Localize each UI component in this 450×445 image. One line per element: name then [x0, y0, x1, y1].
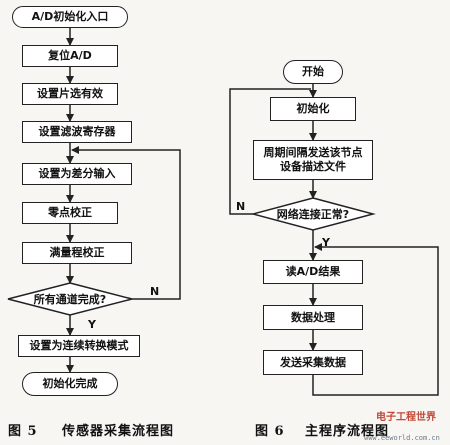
fig6-caption-text: 主程序流程图 [305, 424, 390, 439]
fig5-diff-input-node: 设置为差分输入 [22, 163, 132, 185]
fig6-read-ad-node: 读A/D结果 [263, 260, 363, 284]
fig5-yes-label: Y [88, 318, 96, 331]
fig5-filter-reg-node: 设置滤波寄存器 [22, 121, 132, 143]
fig5-continuous-node: 设置为连续转换模式 [18, 335, 140, 357]
fig5-end-node: 初始化完成 [22, 372, 118, 396]
fig5-zero-cal-node: 零点校正 [22, 202, 118, 224]
fig6-no-loop [229, 88, 311, 215]
fig5-chip-select-node: 设置片选有效 [22, 83, 118, 105]
fig5-no-loop [71, 146, 181, 300]
fig5-reset-node: 复位A/D [22, 45, 118, 67]
fig6-decision-diamond [250, 197, 376, 231]
watermark-url: www.eeworld.com.cn [364, 434, 440, 442]
fig6-start-node: 开始 [283, 60, 343, 84]
fig5-decision-diamond [7, 282, 133, 316]
fig6-send-desc-node: 周期间隔发送该节点 设备描述文件 [253, 140, 373, 180]
fig5-full-cal-node: 满量程校正 [22, 242, 132, 264]
fig5-caption-text: 传感器采集流程图 [62, 424, 175, 439]
fig5-start-node: A/D初始化入口 [12, 6, 128, 28]
fig6-no-label: N [236, 200, 246, 213]
fig6-init-node: 初始化 [270, 97, 356, 121]
watermark-site: 电子工程世界 [376, 412, 436, 423]
fig6-main-loop [312, 243, 439, 396]
fig5-caption-number: 图 5 [8, 424, 38, 439]
fig6-process-node: 数据处理 [263, 305, 363, 330]
fig6-send-data-node: 发送采集数据 [263, 350, 363, 375]
fig5-no-label: N [150, 285, 160, 298]
fig6-yes-label: Y [322, 236, 330, 249]
fig6-decision-label: 网络连接正常? [276, 208, 350, 221]
fig6-caption-number: 图 6 [255, 424, 285, 439]
fig5-decision-label: 所有通道完成? [33, 293, 107, 306]
